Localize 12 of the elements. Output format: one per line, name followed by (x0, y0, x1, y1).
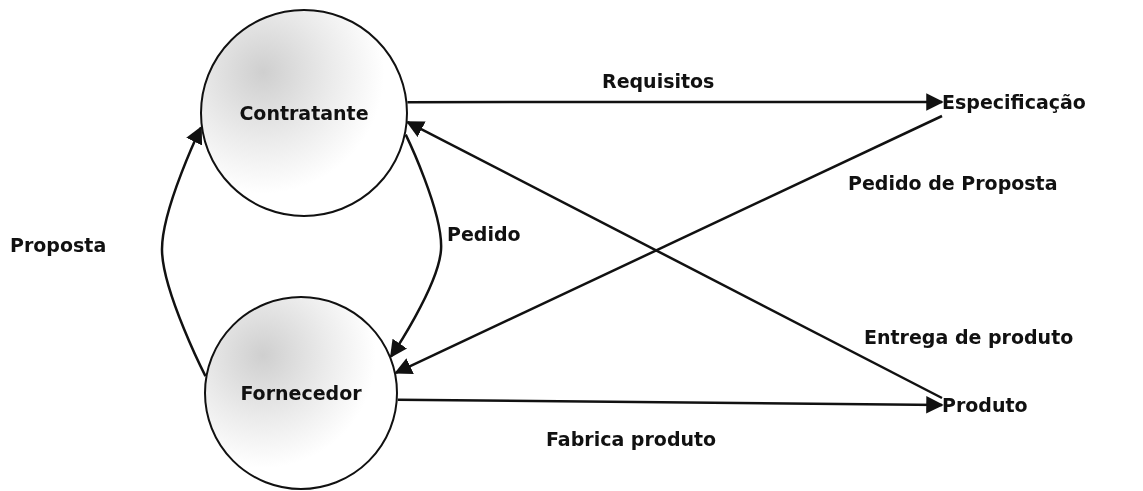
arrow (397, 396, 944, 414)
edge-label: Entrega de produto (862, 326, 1076, 348)
edge-label: Requisitos (600, 70, 717, 92)
arrow (407, 93, 944, 111)
edge-label: Fabrica produto (544, 428, 719, 450)
artifact-name: Especificação (942, 91, 1086, 113)
actor-name: Fornecedor (240, 382, 362, 404)
arrow (160, 125, 207, 377)
actor-name: Contratante (239, 102, 369, 124)
artifact-name: Produto (942, 394, 1028, 416)
arrow (389, 134, 443, 359)
edge-label: Pedido de Proposta (846, 172, 1060, 194)
